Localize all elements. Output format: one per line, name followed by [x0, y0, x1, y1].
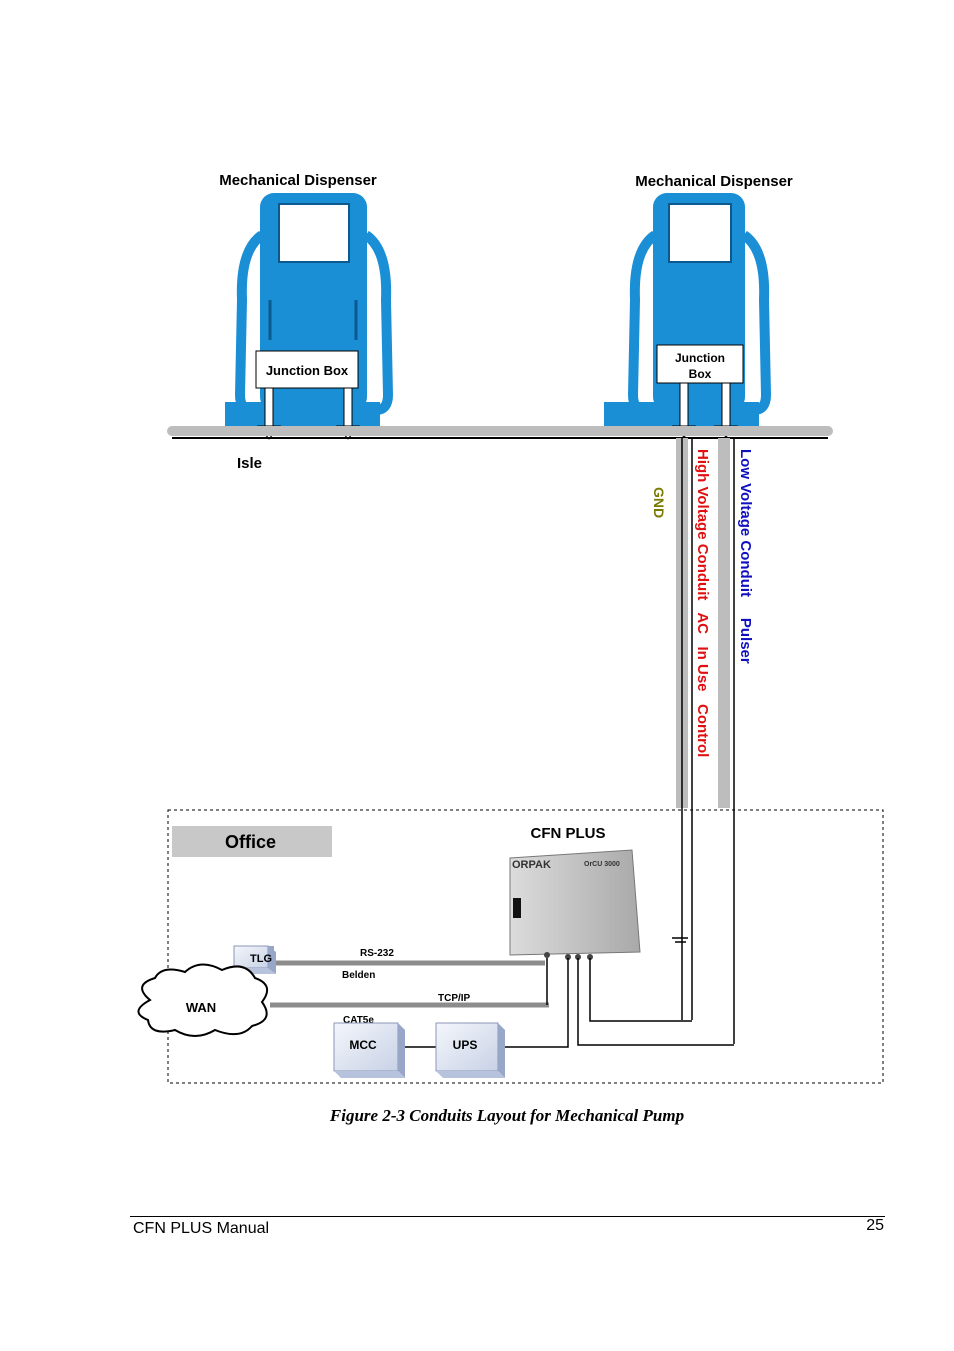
rs232-label: RS-232 — [360, 948, 394, 959]
dispenser-right-title: Mechanical Dispenser — [635, 173, 793, 190]
controller-cabinet: ORPAK OrCU 3000 — [509, 849, 641, 960]
hose-left — [627, 230, 659, 415]
low-voltage-label: Low Voltage Conduit Pulser — [737, 449, 754, 664]
mcc-device: MCC — [333, 1022, 405, 1078]
junction-box-left — [255, 350, 359, 389]
office-label-bg — [172, 826, 332, 857]
controller-brand: ORPAK — [512, 859, 551, 871]
low-voltage-conduit — [718, 438, 730, 808]
wan-label: WAN — [186, 1000, 216, 1015]
ups-label: UPS — [453, 1038, 478, 1052]
pump-display — [668, 203, 732, 263]
office-label: Office — [225, 832, 276, 852]
footer-divider — [130, 1216, 885, 1217]
high-voltage-label: High Voltage Conduit AC In Use Control — [694, 449, 711, 757]
office-boundary — [167, 809, 884, 1084]
lv-feed — [577, 958, 734, 1046]
pump-display — [278, 203, 350, 263]
isle-label: Isle — [237, 455, 262, 472]
footer-title: CFN PLUS Manual — [133, 1220, 270, 1237]
tcpip-label: TCP/IP — [438, 993, 471, 1004]
belden-label: Belden — [342, 970, 375, 981]
junction-box-right-label-1: Junction — [675, 351, 725, 365]
page-number: 25 — [866, 1217, 884, 1234]
tlg-label: TLG — [250, 953, 272, 965]
gnd-label: GND — [651, 487, 667, 518]
mcc-label: MCC — [349, 1038, 377, 1052]
ground-symbol — [672, 808, 688, 943]
junction-box-right — [656, 344, 744, 384]
hose-left — [234, 230, 266, 415]
controller-title: CFN PLUS — [531, 825, 606, 842]
dispenser-left-title: Mechanical Dispenser — [219, 172, 377, 189]
controller-model: OrCU 3000 — [584, 861, 620, 868]
cabinet-lock — [513, 898, 521, 918]
cat5e-label: CAT5e — [343, 1015, 374, 1026]
ups-device: UPS — [435, 1022, 505, 1078]
wan-cloud: WAN — [137, 963, 269, 1037]
dispenser-right: Mechanical Dispenser Junction Box — [604, 173, 793, 438]
junction-box-left-label: Junction Box — [266, 363, 349, 378]
hv-feed — [589, 958, 692, 1022]
figure-caption: Figure 2-3 Conduits Layout for Mechanica… — [329, 1106, 685, 1125]
dispenser-left: Mechanical Dispenser Junction Box — [219, 172, 394, 440]
hose-right — [362, 230, 394, 415]
junction-box-right-label-2: Box — [689, 367, 712, 381]
hose-right — [740, 230, 772, 415]
ups-feed — [504, 958, 569, 1048]
